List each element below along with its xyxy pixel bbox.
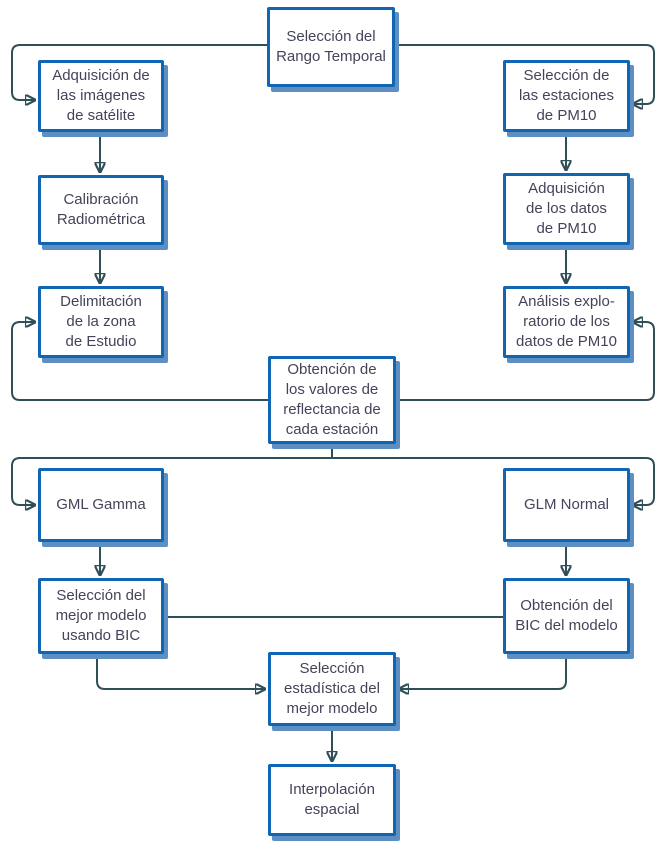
node-adquisicion-imagenes-label: Adquisición de las imágenes de satélite <box>52 67 150 124</box>
node-interpolacion-espacial-label: Interpolación espacial <box>289 781 375 818</box>
node-calibracion-radiometrica-label: Calibración Radiométrica <box>56 191 146 228</box>
node-adquisicion-datos-pm10-label: Adquisición de los datos de PM10 <box>526 180 607 237</box>
node-adquisicion-datos-pm10: Adquisición de los datos de PM10 <box>503 173 630 245</box>
node-delimitacion-zona: Delimitación de la zona de Estudio <box>38 286 164 358</box>
node-seleccion-estaciones-label: Selección de las estaciones de PM10 <box>518 67 615 124</box>
node-seleccion-estaciones: Selección de las estaciones de PM10 <box>503 60 630 132</box>
node-gml-gamma-label: GML Gamma <box>56 496 146 514</box>
edge-rango-to-adquisicion-imagenes <box>11 44 267 100</box>
edge-obtencion-to-analisis <box>396 322 655 401</box>
edge-seleccion-mejor-to-estadistica <box>96 654 265 689</box>
node-gml-gamma: GML Gamma <box>38 468 164 542</box>
node-seleccion-rango-temporal-label: Selección del Rango Temporal <box>276 28 386 65</box>
node-adquisicion-imagenes: Adquisición de las imágenes de satélite <box>38 60 164 132</box>
node-seleccion-estadistica-label: Selección estadística del mejor modelo <box>284 660 380 717</box>
edge-obtencion-bic-to-estadistica <box>399 654 567 689</box>
node-delimitacion-zona-label: Delimitación de la zona de Estudio <box>60 293 142 350</box>
edge-obtencion-to-glm-normal <box>332 457 655 505</box>
edge-obtencion-to-delimitacion <box>11 322 268 401</box>
edge-rango-to-seleccion-estaciones <box>395 44 655 104</box>
node-seleccion-mejor-modelo-bic-label: Selección del mejor modelo usando BIC <box>55 587 147 644</box>
node-obtencion-reflectancia: Obtención de los valores de reflectancia… <box>268 356 396 444</box>
node-analisis-exploratorio-label: Análisis explo- ratorio de los datos de … <box>516 293 617 350</box>
node-seleccion-rango-temporal: Selección del Rango Temporal <box>267 7 395 87</box>
node-glm-normal-label: GLM Normal <box>523 496 609 514</box>
node-obtencion-reflectancia-label: Obtención de los valores de reflectancia… <box>283 361 381 438</box>
node-glm-normal: GLM Normal <box>503 468 630 542</box>
node-analisis-exploratorio: Análisis explo- ratorio de los datos de … <box>503 286 630 358</box>
edge-obtencion-to-gml-gamma <box>11 457 332 505</box>
node-calibracion-radiometrica: Calibración Radiométrica <box>38 175 164 245</box>
node-interpolacion-espacial: Interpolación espacial <box>268 764 396 836</box>
node-seleccion-mejor-modelo-bic: Selección del mejor modelo usando BIC <box>38 578 164 654</box>
node-obtencion-bic: Obtención del BIC del modelo <box>503 578 630 654</box>
node-seleccion-estadistica: Selección estadística del mejor modelo <box>268 652 396 726</box>
node-obtencion-bic-label: Obtención del BIC del modelo <box>515 597 618 634</box>
